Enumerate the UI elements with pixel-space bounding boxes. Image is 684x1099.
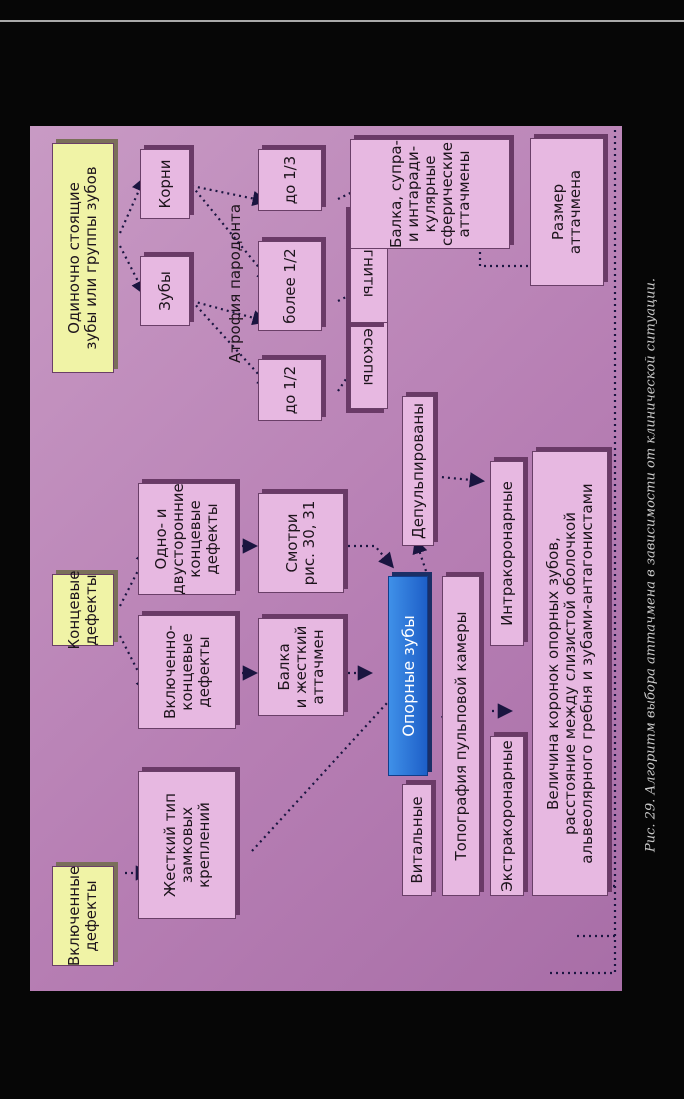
beam-rigid-attachment-box: Балка и жесткий аттачмен bbox=[258, 618, 344, 716]
pulp-topography-box: Топография пульповой камеры bbox=[442, 576, 480, 896]
attachment-size-box: Размер аттачмена bbox=[530, 138, 604, 286]
up-to-third-box: до 1/3 bbox=[258, 149, 322, 211]
included-end-defects-box: Включенно- концевые дефекты bbox=[138, 615, 236, 729]
roots-box: Корни bbox=[140, 149, 190, 219]
arrow-see-fig-to-abutment bbox=[348, 544, 394, 569]
one-two-sided-defects-box: Одно- и двусторонние концевые дефекты bbox=[138, 483, 236, 595]
arrow-third-to-beam-spherical bbox=[337, 179, 378, 200]
arrow-crown-to-attachment-size bbox=[466, 223, 540, 268]
abutment-teeth-box: Опорные зубы bbox=[388, 576, 428, 776]
periodontal-atrophy-label: Атрофия пародонта bbox=[226, 203, 244, 363]
figure-caption-text: Рис. 29. Алгоритм выбора аттачмена в зав… bbox=[643, 277, 659, 853]
arrow-roots-to-more-half bbox=[191, 185, 272, 284]
arrow-depulped-to-intracoronal bbox=[429, 472, 486, 488]
vital-box: Витальные bbox=[402, 784, 432, 896]
arrow-end-to-one-two bbox=[119, 548, 150, 607]
up-to-half-box: до 1/2 bbox=[258, 359, 322, 421]
top-rule bbox=[0, 20, 684, 22]
intracoronal-box: Интракоронарные bbox=[490, 461, 524, 646]
depulped-box: Депульпированы bbox=[402, 396, 434, 546]
diagram-stage: Включенные дефекты Концевые дефекты Один… bbox=[30, 126, 622, 991]
more-than-half-box: более 1/2 bbox=[258, 241, 322, 331]
arrow-teeth-to-more-half bbox=[191, 299, 268, 326]
diagram-panel: Включенные дефекты Концевые дефекты Один… bbox=[30, 126, 622, 991]
included-defects-box: Включенные дефекты bbox=[52, 866, 114, 966]
extracoronal-box: Экстракоронарные bbox=[490, 736, 524, 896]
rigid-locks-box: Жесткий тип замковых креплений bbox=[138, 771, 236, 919]
see-figure-box: Смотри рис. 30, 31 bbox=[258, 493, 344, 593]
end-defects-box: Концевые дефекты bbox=[52, 571, 114, 649]
arrow-teeth-to-half bbox=[191, 300, 273, 390]
figure-caption: Рис. 29. Алгоритм выбора аттачмена в зав… bbox=[640, 255, 662, 875]
arrow-end-to-included-end bbox=[119, 635, 150, 694]
beam-spherical-attachments-box: Балка, супра- и интаради- кулярные сфери… bbox=[350, 139, 510, 249]
single-teeth-box: Одиночно стоящие зубы или группы зубов bbox=[52, 143, 114, 373]
crown-size-box: Величина коронок опорных зубов, расстоян… bbox=[532, 451, 608, 896]
arrow-roots-to-third bbox=[191, 184, 269, 207]
teeth-box: Зубы bbox=[140, 256, 190, 326]
